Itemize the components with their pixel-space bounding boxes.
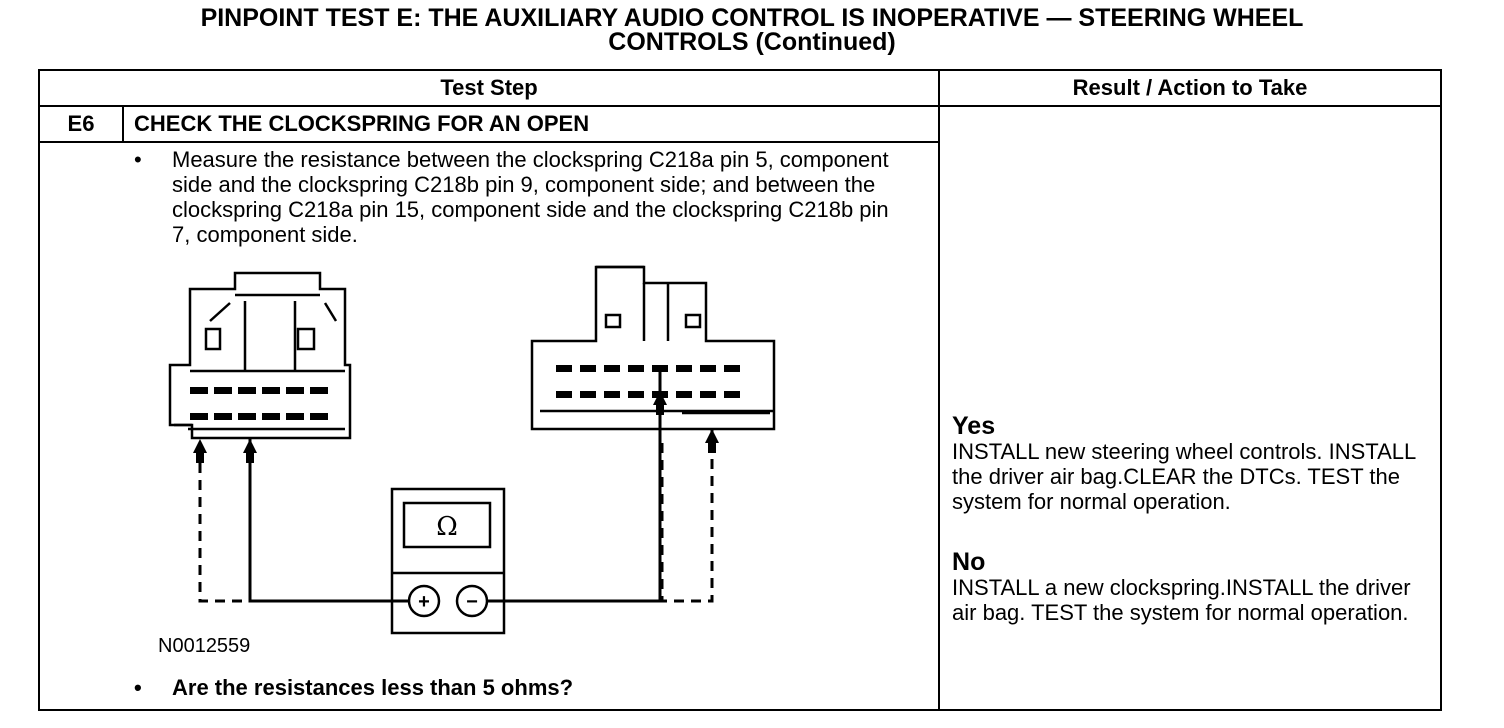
step-id: E6 [38,105,124,143]
bullet-2: • [134,675,142,700]
connector-c218a [168,271,352,440]
meter-minus: − [466,591,478,613]
result-yes: Yes INSTALL new steering wheel controls.… [952,413,1432,514]
result-no: No INSTALL a new clockspring.INSTALL the… [952,549,1432,625]
header-result: Result / Action to Take [938,69,1443,107]
pinpoint-test-table: Test Step Result / Action to Take E6 CHE… [37,69,1443,711]
meter-plus: + [418,591,430,613]
connector-c218b [530,265,776,431]
pin-rows [190,365,740,420]
instruction-text: Measure the resistance between the clock… [172,147,889,247]
title-line-2: CONTROLS (Continued) [608,28,896,56]
ohm-symbol: Ω [436,512,458,542]
clockspring-connector-diagram: Ω + − [168,265,776,635]
no-label: No [952,548,986,576]
figure-id: N0012559 [158,635,251,657]
no-text: INSTALL a new clockspring.INSTALL the dr… [952,575,1411,625]
yes-label: Yes [952,412,996,440]
step-body: • Measure the resistance between the clo… [37,141,941,711]
probe-tips [193,391,719,463]
yes-text: INSTALL new steering wheel controls. INS… [952,439,1416,514]
header-test-step: Test Step [37,69,941,107]
ohmmeter [390,487,506,635]
jumper-left [198,463,248,603]
lead-left [248,439,409,603]
question-text: Are the resistances less than 5 ohms? [172,675,574,700]
page-title: PINPOINT TEST E: THE AUXILIARY AUDIO CON… [0,4,1504,56]
lead-right [487,365,662,603]
result-cell: Yes INSTALL new steering wheel controls.… [938,105,1443,711]
bullet-1: • [134,147,142,172]
title-line-1: PINPOINT TEST E: THE AUXILIARY AUDIO CON… [200,4,1304,32]
jumper-right [660,429,714,603]
step-title: CHECK THE CLOCKSPRING FOR AN OPEN [121,105,941,143]
